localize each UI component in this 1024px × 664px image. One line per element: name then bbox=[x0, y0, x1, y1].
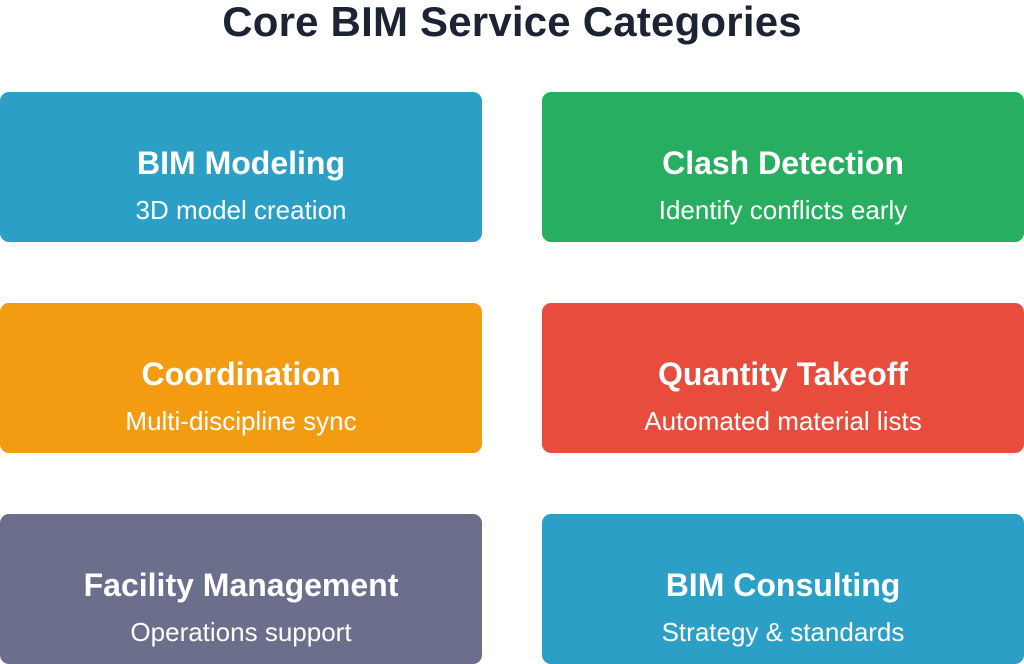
card-bim-consulting: BIM Consulting Strategy & standards bbox=[542, 514, 1024, 664]
card-quantity-takeoff: Quantity Takeoff Automated material list… bbox=[542, 303, 1024, 453]
card-clash-detection: Clash Detection Identify conflicts early bbox=[542, 92, 1024, 242]
card-title: BIM Consulting bbox=[665, 567, 901, 603]
card-title: BIM Modeling bbox=[137, 145, 345, 181]
card-subtitle: 3D model creation bbox=[135, 195, 347, 225]
card-coordination: Coordination Multi-discipline sync bbox=[0, 303, 482, 453]
card-title: Facility Management bbox=[83, 567, 399, 603]
card-title: Clash Detection bbox=[662, 145, 904, 181]
card-bim-modeling: BIM Modeling 3D model creation bbox=[0, 92, 482, 242]
card-facility-management: Facility Management Operations support bbox=[0, 514, 482, 664]
card-subtitle: Operations support bbox=[130, 617, 352, 647]
card-title: Quantity Takeoff bbox=[657, 356, 909, 392]
card-subtitle: Automated material lists bbox=[644, 406, 922, 436]
page-title: Core BIM Service Categories bbox=[222, 0, 802, 45]
card-subtitle: Multi-discipline sync bbox=[125, 406, 357, 436]
card-subtitle: Strategy & standards bbox=[661, 617, 905, 647]
card-subtitle: Identify conflicts early bbox=[658, 195, 908, 225]
card-title: Coordination bbox=[141, 356, 341, 392]
